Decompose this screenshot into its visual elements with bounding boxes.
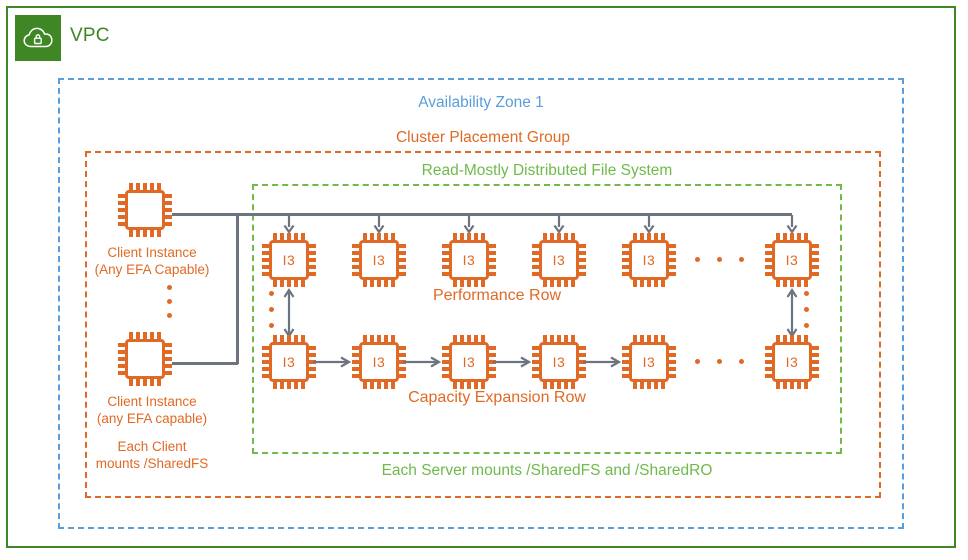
column-ellipsis-dot — [269, 291, 274, 296]
chip-label: I3 — [372, 354, 386, 370]
client-top-line1: Client Instance — [107, 245, 197, 260]
client-mount-note: Each Client mounts /SharedFS — [72, 438, 232, 472]
file-system-footer-note: Each Server mounts /SharedFS and /Shared… — [381, 462, 713, 479]
client-mount-note-line1: Each Client — [117, 439, 187, 454]
right-arrow-icon — [403, 356, 442, 368]
chip-label: I3 — [282, 252, 296, 268]
column-ellipsis-dot — [804, 307, 809, 312]
chip-body: I3 — [629, 240, 669, 280]
column-ellipsis-dot — [804, 323, 809, 328]
vertical-double-arrow-icon — [786, 287, 798, 339]
client-bottom-line2: (any EFA capable) — [96, 411, 208, 426]
cloud-lock-icon — [23, 27, 53, 48]
chip-label: I3 — [462, 252, 476, 268]
vpc-boundary: VPC Availability Zone 1 Cluster Placemen… — [6, 6, 956, 548]
right-arrow-icon — [583, 356, 622, 368]
chip-label: I3 — [282, 354, 296, 370]
performance-row-node[interactable]: I3 — [262, 233, 316, 287]
performance-row-ellipsis-dot — [695, 257, 700, 262]
client-ellipsis-dot — [167, 299, 172, 304]
vpc-title: VPC — [70, 25, 110, 46]
chip-body: I3 — [772, 240, 812, 280]
down-arrow-icon — [373, 215, 385, 234]
column-ellipsis-dot — [804, 291, 809, 296]
chip-body: I3 — [772, 342, 812, 382]
chip-body: I3 — [359, 240, 399, 280]
capacity-row-node[interactable]: I3 — [352, 335, 406, 389]
chip-body: I3 — [269, 342, 309, 382]
client-bottom-line1: Client Instance — [107, 394, 197, 409]
chip-body: I3 — [629, 342, 669, 382]
client-ellipsis-dot — [167, 313, 172, 318]
client-bottom-stub-wire — [172, 362, 238, 365]
performance-row-label: Performance Row — [432, 287, 562, 304]
right-arrow-icon — [313, 356, 352, 368]
vpc-badge — [15, 15, 61, 61]
performance-row-node[interactable]: I3 — [442, 233, 496, 287]
client-trunk-wire — [236, 213, 239, 364]
performance-row-node[interactable]: I3 — [765, 233, 819, 287]
client-top-line2: (Any EFA Capable) — [94, 262, 210, 277]
chip-label: I3 — [372, 252, 386, 268]
chip-label: I3 — [785, 252, 799, 268]
availability-zone-label: Availability Zone 1 — [418, 94, 544, 111]
capacity-row-node[interactable]: I3 — [532, 335, 586, 389]
chip-label: I3 — [785, 354, 799, 370]
performance-row-node[interactable]: I3 — [532, 233, 586, 287]
down-arrow-icon — [463, 215, 475, 234]
client-instance-top-label: Client Instance (Any EFA Capable) — [72, 244, 232, 278]
down-arrow-icon — [786, 215, 798, 234]
chip-body: I3 — [539, 240, 579, 280]
down-arrow-icon — [643, 215, 655, 234]
performance-row-node[interactable]: I3 — [622, 233, 676, 287]
file-system-label: Read-Mostly Distributed File System — [421, 162, 673, 179]
chip-label: I3 — [552, 252, 566, 268]
chip-body: I3 — [359, 342, 399, 382]
client-ellipsis-dot — [167, 285, 172, 290]
capacity-row-ellipsis-dot — [717, 359, 722, 364]
chip-body: I3 — [269, 240, 309, 280]
file-system-boundary: Read-Mostly Distributed File System Each… — [252, 162, 842, 479]
capacity-row-node[interactable]: I3 — [622, 335, 676, 389]
client-instance-bottom-chip-icon[interactable] — [118, 332, 172, 386]
chip-body: I3 — [539, 342, 579, 382]
client-instance-top-chip-icon[interactable] — [118, 183, 172, 237]
column-ellipsis-dot — [269, 307, 274, 312]
capacity-row-ellipsis-dot — [739, 359, 744, 364]
client-mount-note-line2: mounts /SharedFS — [95, 456, 209, 471]
client-top-stub-wire — [172, 213, 238, 216]
capacity-row-label: Capacity Expansion Row — [408, 389, 586, 406]
chip-body: I3 — [449, 342, 489, 382]
down-arrow-icon — [283, 215, 295, 234]
right-arrow-icon — [493, 356, 532, 368]
chip-body — [125, 190, 165, 230]
capacity-row-node[interactable]: I3 — [765, 335, 819, 389]
performance-row-node[interactable]: I3 — [352, 233, 406, 287]
chip-body: I3 — [449, 240, 489, 280]
vertical-double-arrow-icon — [283, 287, 295, 339]
server-distribution-bus-wire — [236, 213, 651, 216]
chip-body — [125, 339, 165, 379]
column-ellipsis-dot — [269, 323, 274, 328]
client-instance-bottom-label: Client Instance (any EFA capable) — [72, 393, 232, 427]
availability-zone-boundary: Availability Zone 1 Cluster Placement Gr… — [58, 78, 904, 529]
chip-label: I3 — [642, 354, 656, 370]
chip-label: I3 — [462, 354, 476, 370]
server-distribution-bus-extension-wire — [649, 213, 792, 216]
cluster-placement-group-boundary: Cluster Placement Group Client Instance … — [85, 129, 881, 498]
cluster-placement-group-label: Cluster Placement Group — [395, 129, 571, 146]
chip-label: I3 — [642, 252, 656, 268]
capacity-row-node[interactable]: I3 — [442, 335, 496, 389]
capacity-row-ellipsis-dot — [695, 359, 700, 364]
performance-row-ellipsis-dot — [739, 257, 744, 262]
performance-row-ellipsis-dot — [717, 257, 722, 262]
chip-label: I3 — [552, 354, 566, 370]
capacity-row-node[interactable]: I3 — [262, 335, 316, 389]
down-arrow-icon — [553, 215, 565, 234]
